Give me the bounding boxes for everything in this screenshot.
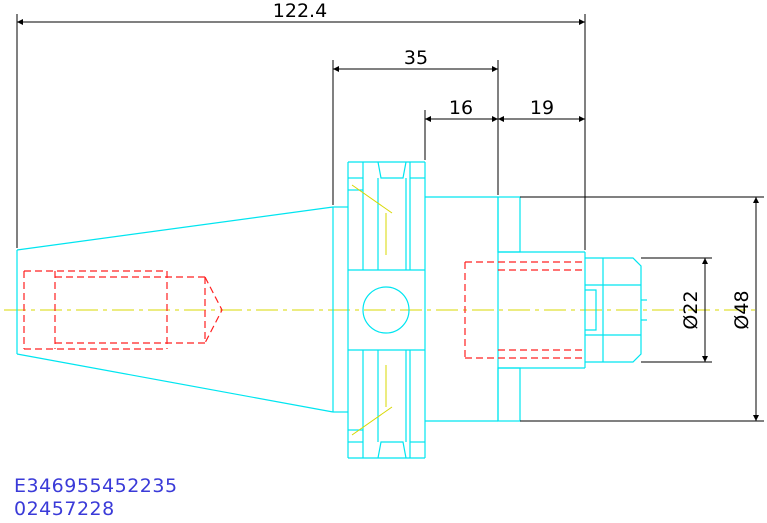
- part-code-line-1: E346955452235: [14, 475, 178, 497]
- dimension-lines: [16, 14, 764, 422]
- flange-outline: [333, 161, 426, 459]
- dim-body-diameter: Ø48: [731, 290, 753, 329]
- dim-bore-diameter: Ø22: [680, 290, 702, 329]
- body-outline: [425, 196, 647, 422]
- dim-flange-to-face: 35: [404, 47, 428, 69]
- part-code-line-2: 02457228: [14, 498, 115, 520]
- taper-outline: [16, 206, 334, 413]
- hidden-lines: [23, 261, 585, 359]
- dim-overall-length: 122.4: [273, 0, 327, 22]
- dim-nose-length: 19: [530, 97, 554, 119]
- dim-flange-width: 16: [449, 97, 473, 119]
- flange-key-lines: [351, 184, 393, 436]
